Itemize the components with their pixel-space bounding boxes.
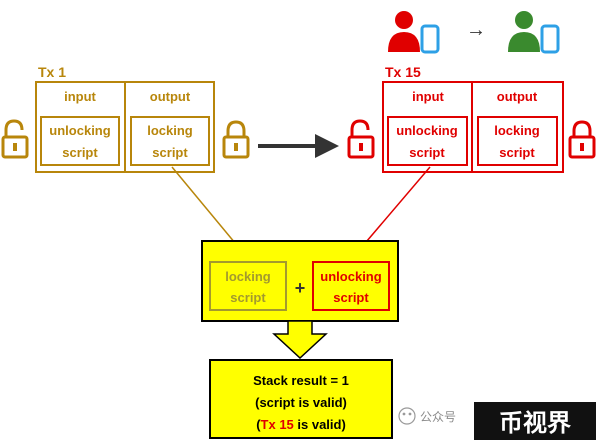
tx1-locking-script-box [130,116,210,166]
tx15-unlocking-script-box [387,116,468,166]
tx15-output-label: output [497,89,538,104]
tx15-title: Tx 15 [385,64,421,80]
combined-unlocking-script-box [312,261,390,311]
combined-locking-text-1: locking [225,269,271,284]
tx15-closed-lock-icon [568,120,596,159]
tx15-open-lock-icon [347,119,375,159]
combined-locking-script-box [209,261,287,311]
evaluation-down-arrow [272,320,328,360]
tx15-input-label: input [412,89,444,104]
tx1-output-label: output [150,89,191,104]
tx1-open-lock-icon [1,119,29,159]
combine-plus: + [295,278,306,298]
watermark-brand-text: 币视界 [499,409,571,437]
tx1-locking-text-1: locking [147,123,193,138]
tx15-locking-script-box [477,116,558,166]
tx1-closed-lock-icon [222,120,250,159]
combined-locking-text-2: script [230,290,266,305]
receiver-user-icon [508,11,560,54]
result-line-2: (script is valid) [255,395,347,410]
combined-script-box [201,240,399,322]
user-transfer-arrow: → [466,19,486,41]
tx1-title: Tx 1 [38,64,66,80]
result-line-1: Stack result = 1 [253,373,349,388]
result-line-3: (Tx 15 is valid) [256,417,346,432]
tx15-locking-text-1: locking [494,123,540,138]
tx15-unlocking-text-1: unlocking [396,123,457,138]
stack-result-box [209,359,393,439]
tx1-unlocking-text-1: unlocking [49,123,110,138]
tx1-locking-text-2: script [152,145,188,160]
combined-unlocking-text-2: script [333,290,369,305]
combined-unlocking-text-1: unlocking [320,269,381,284]
tx1-unlocking-text-2: script [62,145,98,160]
watermark-small-text: 公众号 [420,410,456,424]
watermark: 公众号 币视界 [398,402,596,440]
sender-user-icon [388,11,440,54]
tx1-input-label: input [64,89,96,104]
tx15-locking-text-2: script [499,145,535,160]
tx15-unlocking-text-2: script [409,145,445,160]
tx1-unlocking-script-box [40,116,120,166]
